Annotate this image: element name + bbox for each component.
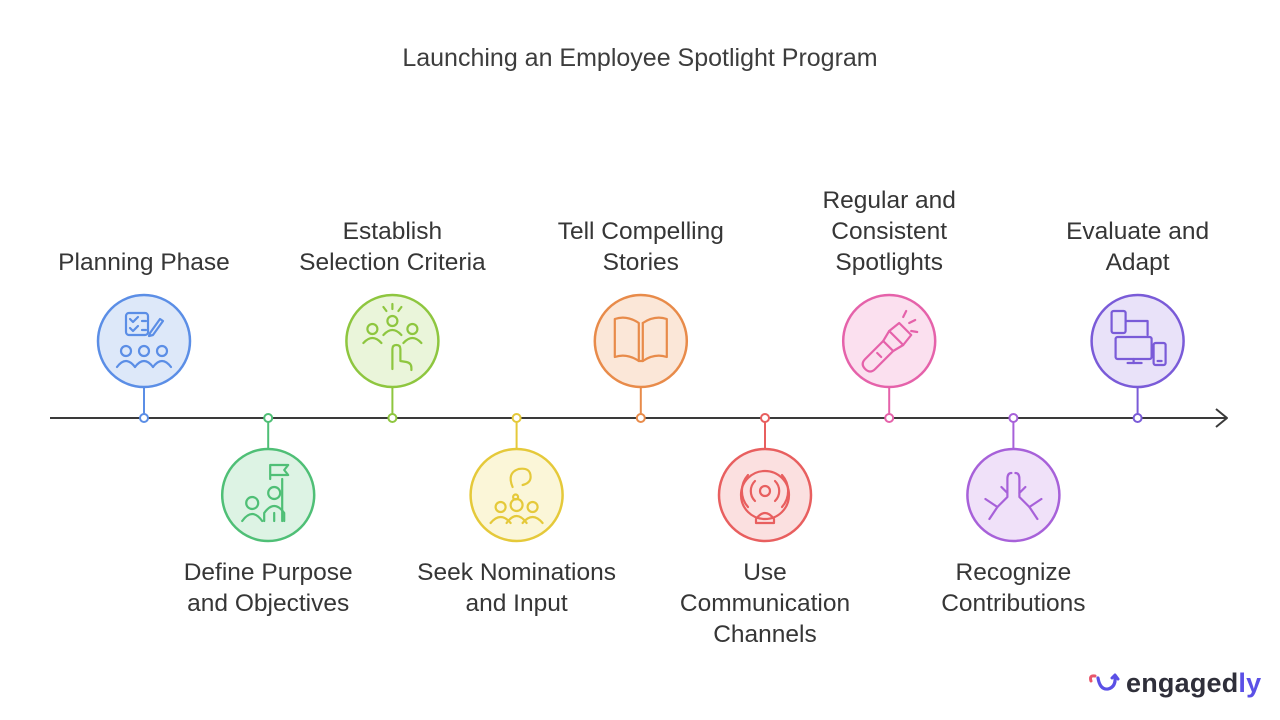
broadcast-person-icon — [739, 469, 791, 525]
timeline-node — [387, 413, 398, 423]
flag-team-icon — [241, 463, 290, 523]
timeline-node — [263, 413, 274, 423]
praying-hands-icon — [984, 471, 1043, 521]
step-circle — [966, 447, 1061, 543]
timeline-step — [966, 413, 1061, 543]
timeline-step — [841, 293, 937, 423]
step-circle — [593, 293, 689, 389]
planning-checklist-team-icon — [115, 311, 173, 369]
timeline-step — [717, 413, 813, 543]
step-label: Define Purpose and Objectives — [183, 559, 353, 617]
step-circle — [1090, 293, 1185, 389]
flashlight-icon — [861, 309, 919, 373]
step-circle — [345, 293, 440, 389]
timeline-step — [345, 293, 440, 423]
group-question-icon — [489, 467, 544, 525]
step-label: Recognize Contributions — [941, 559, 1086, 617]
select-person-hand-icon — [362, 302, 423, 372]
diagram-title: Launching an Employee Spotlight Program — [402, 44, 878, 72]
timeline-arrow-head — [1215, 408, 1228, 428]
step-label: Establish Selection Criteria — [299, 218, 486, 276]
step-label: Use Communication Channels — [679, 559, 851, 648]
step-label: Seek Nominations and Input — [417, 559, 616, 617]
step-label: Evaluate and Adapt — [1066, 218, 1210, 276]
engagedly-logo: engagedly — [1088, 668, 1261, 699]
step-label: Planning Phase — [58, 249, 230, 276]
step-circle — [96, 293, 192, 389]
engagedly-logo-icon — [1089, 673, 1120, 691]
timeline-node — [139, 413, 149, 423]
timeline-step — [593, 293, 689, 423]
step-label: Tell Compelling Stories — [557, 218, 724, 276]
timeline-node — [635, 413, 646, 423]
step-circle — [841, 293, 937, 389]
timeline-node — [1008, 413, 1019, 423]
step-label: Regular and Consistent Spotlights — [822, 187, 956, 276]
timeline-step — [220, 413, 316, 543]
timeline-step — [1090, 293, 1185, 423]
timeline-node — [760, 413, 770, 423]
timeline-node — [511, 413, 522, 423]
devices-icon — [1110, 309, 1167, 367]
open-book-icon — [613, 316, 668, 363]
timeline-node — [884, 413, 895, 423]
logo-wordmark: engagedly — [1126, 668, 1262, 698]
timeline-step — [469, 413, 564, 543]
timeline-step — [96, 293, 192, 423]
timeline-node — [1132, 413, 1143, 423]
